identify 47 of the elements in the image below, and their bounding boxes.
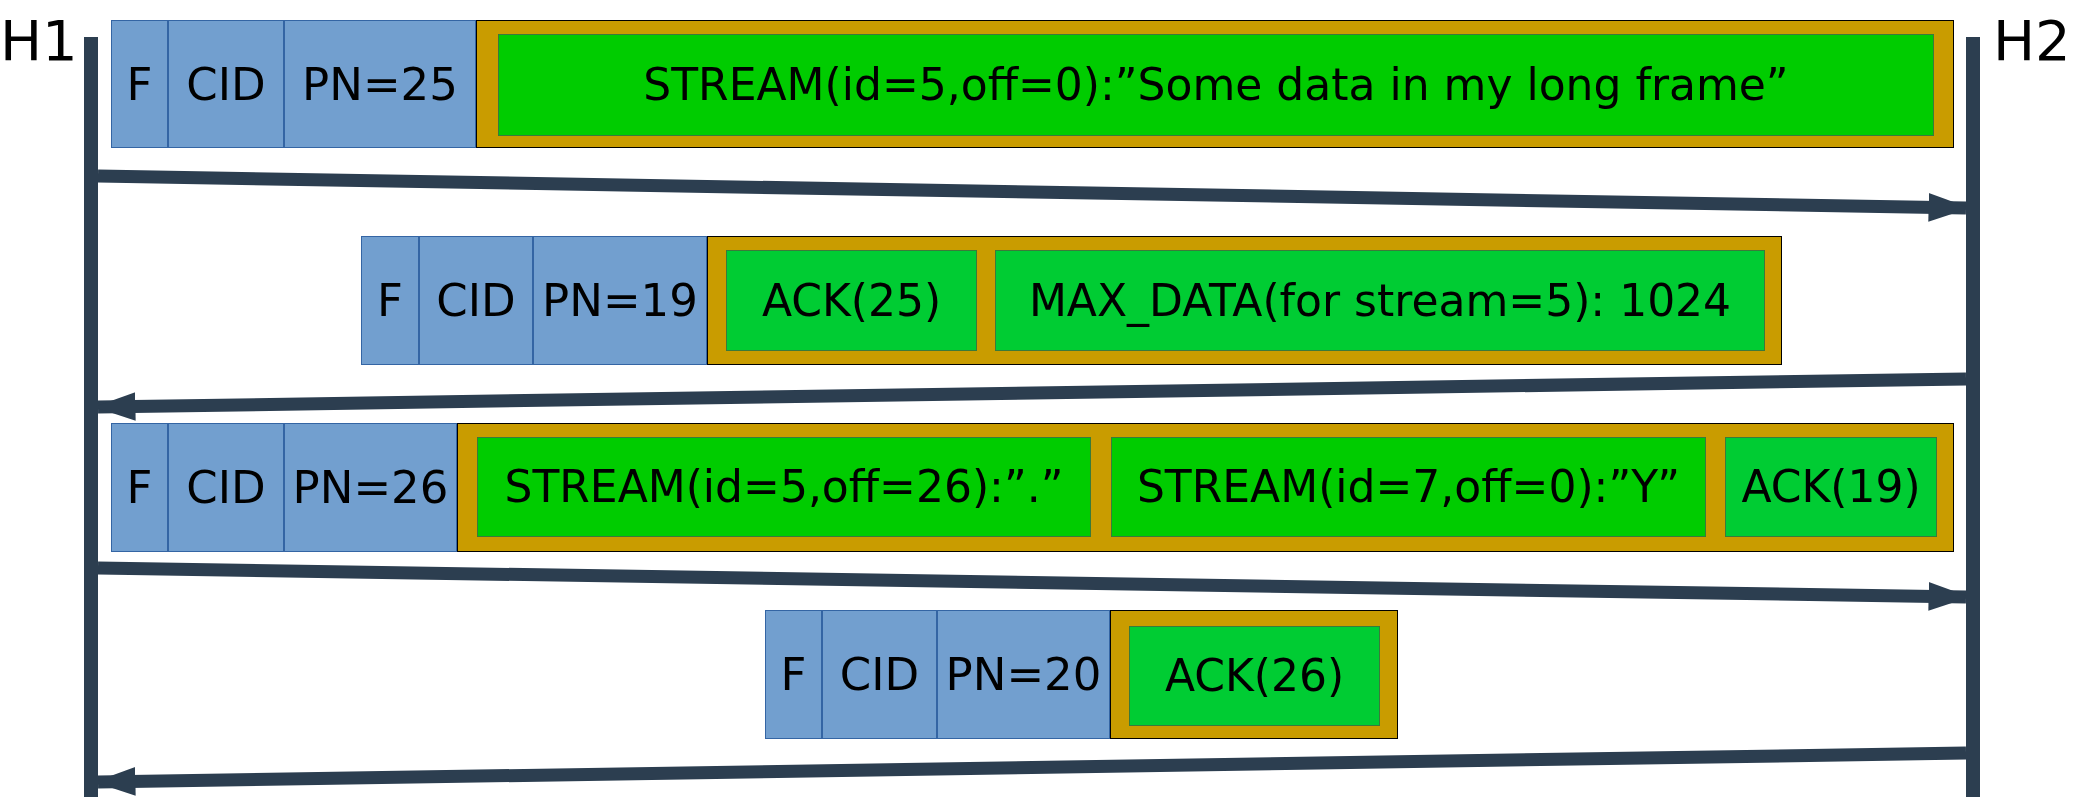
frame-text: F [780, 652, 807, 697]
ack-frame [1129, 626, 1380, 726]
header-field [111, 20, 168, 148]
arrow [97, 561, 1969, 611]
frame-text: STREAM(id=7,off=0):”Y” [1136, 465, 1681, 509]
header-field [822, 610, 937, 739]
header-field [111, 423, 168, 552]
header-field [168, 423, 284, 552]
header-field [361, 236, 419, 365]
frame-text: ACK(26) [1164, 654, 1345, 698]
frame-text: CID [839, 652, 920, 697]
header-field [937, 610, 1110, 739]
ack-frame [1725, 437, 1937, 537]
arrow [97, 169, 1969, 222]
frame-text: ACK(19) [1741, 465, 1921, 509]
stream-frame [477, 437, 1091, 537]
frame-text: PN=25 [302, 61, 458, 107]
frame-text: PN=19 [542, 278, 698, 323]
payload-box [707, 236, 1782, 365]
host-label: H2 [1993, 13, 2071, 69]
frame-text: CID [186, 61, 266, 107]
payload-box [476, 20, 1954, 148]
frame-text: F [377, 278, 403, 323]
stream-frame [498, 34, 1934, 136]
arrow [95, 372, 1967, 421]
frame-text: F [126, 465, 153, 510]
frame-text: CID [436, 278, 516, 323]
arrow [95, 746, 1967, 796]
frame-text: PN=20 [945, 652, 1102, 697]
header-field [533, 236, 707, 365]
header-field [168, 20, 284, 148]
frame-text: STREAM(id=5,off=0):”Some data in my long frame” [643, 63, 1789, 107]
header-field [419, 236, 533, 365]
payload-box [457, 423, 1954, 552]
frame-text: F [126, 61, 153, 107]
payload-box [1110, 610, 1398, 739]
frame-text: PN=26 [292, 465, 449, 510]
header-field [284, 20, 476, 148]
frame-text: CID [186, 465, 266, 510]
ack-frame [726, 250, 977, 351]
frame-text: ACK(25) [761, 278, 942, 323]
stream-frame [1111, 437, 1706, 537]
frame-text: STREAM(id=5,off=26):”.” [504, 465, 1064, 509]
header-field [284, 423, 457, 552]
header-field [765, 610, 822, 739]
host-label: H1 [0, 13, 78, 69]
ack-frame [995, 250, 1765, 351]
